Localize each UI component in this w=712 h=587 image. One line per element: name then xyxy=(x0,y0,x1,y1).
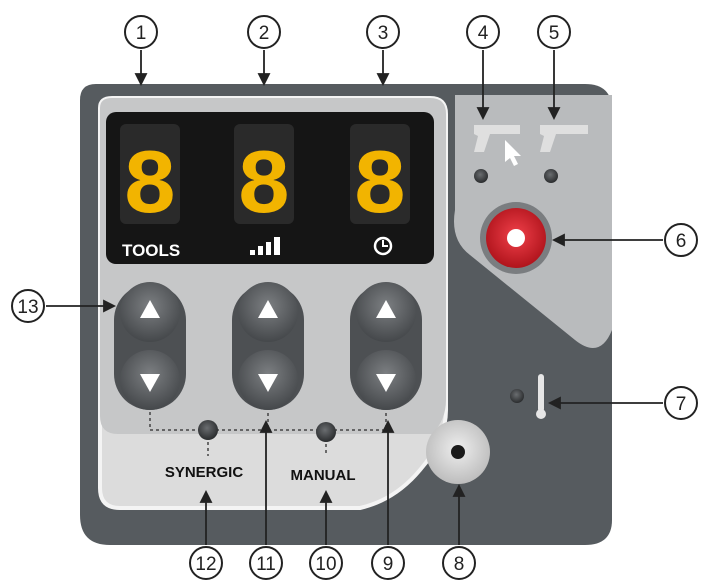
torch-cursor-icon xyxy=(474,125,521,166)
callout-2: 2 xyxy=(247,15,281,49)
arrow-down-icon xyxy=(140,374,160,392)
display-digit-power: 8 xyxy=(236,135,291,240)
red-start-button[interactable] xyxy=(480,202,552,274)
tools-label: TOOLS xyxy=(122,241,180,260)
callout-4: 4 xyxy=(466,15,500,49)
svg-text:2: 2 xyxy=(259,23,270,44)
callout-7: 7 xyxy=(664,386,698,420)
svg-text:11: 11 xyxy=(256,554,276,575)
svg-text:10: 10 xyxy=(315,554,336,575)
callout-8: 8 xyxy=(442,546,476,580)
svg-text:8: 8 xyxy=(454,554,465,575)
display-digit-time: 8 xyxy=(352,135,407,240)
svg-text:13: 13 xyxy=(17,297,38,318)
callout-13: 13 xyxy=(11,289,45,323)
callout-11: 11 xyxy=(249,546,283,580)
time-up-button[interactable] xyxy=(356,282,416,342)
manual-led xyxy=(316,422,336,442)
svg-text:4: 4 xyxy=(478,23,489,44)
svg-text:12: 12 xyxy=(195,554,216,575)
torch-icon xyxy=(540,125,588,152)
digit-window-power xyxy=(234,124,294,224)
callout-10: 10 xyxy=(309,546,343,580)
clock-icon xyxy=(373,236,393,256)
arrow-down-icon xyxy=(376,374,396,392)
callout-leaders xyxy=(46,50,663,545)
tools-up-button[interactable] xyxy=(120,282,180,342)
synergic-led xyxy=(198,420,218,440)
svg-text:1: 1 xyxy=(136,23,147,44)
digit-window-time xyxy=(350,124,410,224)
thermal-led xyxy=(510,389,524,403)
synergic-link-line xyxy=(149,412,269,431)
power-up-button[interactable] xyxy=(238,282,298,342)
callout-1: 1 xyxy=(124,15,158,49)
svg-text:9: 9 xyxy=(383,554,394,575)
callout-9: 9 xyxy=(371,546,405,580)
thermometer-icon xyxy=(536,374,546,419)
power-down-button[interactable] xyxy=(238,350,298,410)
svg-text:7: 7 xyxy=(676,394,687,415)
svg-text:5: 5 xyxy=(549,23,560,44)
signal-strength-icon xyxy=(250,237,280,255)
socket-connector[interactable] xyxy=(426,420,490,484)
arrow-up-icon xyxy=(376,300,396,318)
callout-3: 3 xyxy=(366,15,400,49)
callout-5: 5 xyxy=(537,15,571,49)
display-digit-tools: 8 xyxy=(122,135,177,240)
time-down-button[interactable] xyxy=(356,350,416,410)
torch-led-2 xyxy=(544,169,558,183)
tools-down-button[interactable] xyxy=(120,350,180,410)
digit-window-tools xyxy=(120,124,180,224)
callout-6: 6 xyxy=(664,223,698,257)
arrow-down-icon xyxy=(258,374,278,392)
arrow-up-icon xyxy=(140,300,160,318)
synergic-label: SYNERGIC xyxy=(165,464,244,481)
svg-text:6: 6 xyxy=(676,231,687,252)
arrow-up-icon xyxy=(258,300,278,318)
svg-text:3: 3 xyxy=(378,23,389,44)
manual-label: MANUAL xyxy=(291,467,356,484)
torch-led-1 xyxy=(474,169,488,183)
callout-12: 12 xyxy=(189,546,223,580)
